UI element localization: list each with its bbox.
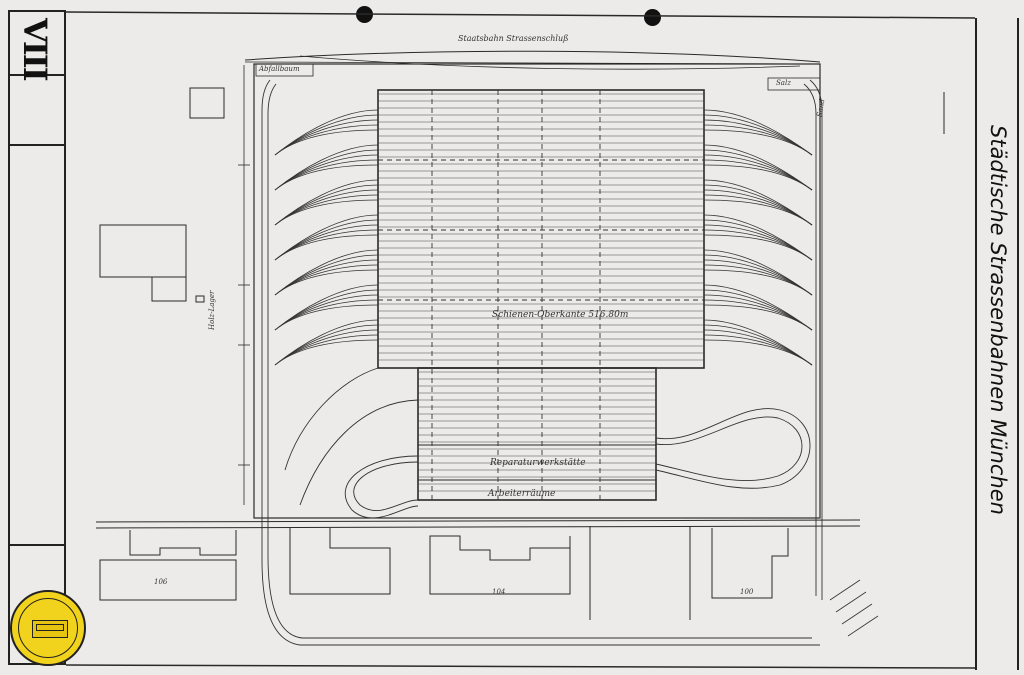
switch-track — [274, 229, 379, 261]
switch-track — [274, 319, 379, 366]
switch-track — [703, 319, 813, 366]
switch-track — [274, 124, 379, 156]
tram-badge-icon — [10, 590, 86, 666]
switch-track — [703, 334, 813, 366]
switch-track — [703, 234, 813, 261]
switch-track — [703, 164, 813, 191]
abfall-label: Abfallbaum — [259, 65, 300, 73]
switch-track — [274, 144, 379, 191]
frame-cell — [10, 12, 64, 76]
railway-label: Staatsbahn Strassenschluß — [458, 34, 569, 43]
switch-track — [703, 109, 813, 156]
sheet-frame-right — [975, 18, 1019, 670]
switch-track — [274, 199, 379, 226]
switch-track — [274, 129, 379, 156]
switch-track — [703, 264, 813, 296]
timber-storage-label: Holz-Lager — [208, 290, 216, 330]
switch-track — [274, 334, 379, 366]
switch-track — [274, 179, 379, 226]
switch-track — [703, 179, 813, 226]
workers-rooms-label: Arbeiterräume — [488, 489, 556, 499]
switch-track — [274, 339, 379, 366]
switch-track — [703, 199, 813, 226]
switch-track — [703, 304, 813, 331]
switch-track — [703, 229, 813, 261]
switch-track — [703, 129, 813, 156]
switch-track — [274, 299, 379, 331]
switch-track — [274, 194, 379, 226]
switch-track — [703, 269, 813, 296]
switch-track — [703, 124, 813, 156]
switch-track — [274, 164, 379, 191]
switch-track — [703, 339, 813, 366]
switch-track — [274, 234, 379, 261]
switch-track — [274, 264, 379, 296]
workshop-label: Reparaturwerkstätte — [490, 458, 586, 468]
switch-track — [703, 214, 813, 261]
frame-cell — [10, 144, 64, 546]
building-number: 104 — [492, 588, 506, 596]
switch-track — [703, 299, 813, 331]
switch-track — [703, 159, 813, 191]
badge-ring — [18, 598, 78, 658]
switch-track — [703, 249, 813, 296]
switch-track — [274, 249, 379, 296]
switch-track — [703, 284, 813, 331]
switch-track — [274, 284, 379, 331]
punch-hole-icon — [644, 9, 661, 26]
rail-level-label: Schienen-Oberkante 516.80m — [492, 310, 629, 320]
switch-track — [274, 214, 379, 261]
switch-track — [274, 269, 379, 296]
switch-track — [703, 144, 813, 191]
tram-icon — [32, 620, 68, 638]
frame-cell — [10, 74, 64, 146]
switch-track — [703, 194, 813, 226]
building-number: 106 — [154, 578, 168, 586]
building-number: 100 — [740, 588, 754, 596]
switch-track — [274, 304, 379, 331]
switch-track — [274, 159, 379, 191]
salz-label: Salz — [776, 79, 791, 87]
switch-track — [274, 109, 379, 156]
